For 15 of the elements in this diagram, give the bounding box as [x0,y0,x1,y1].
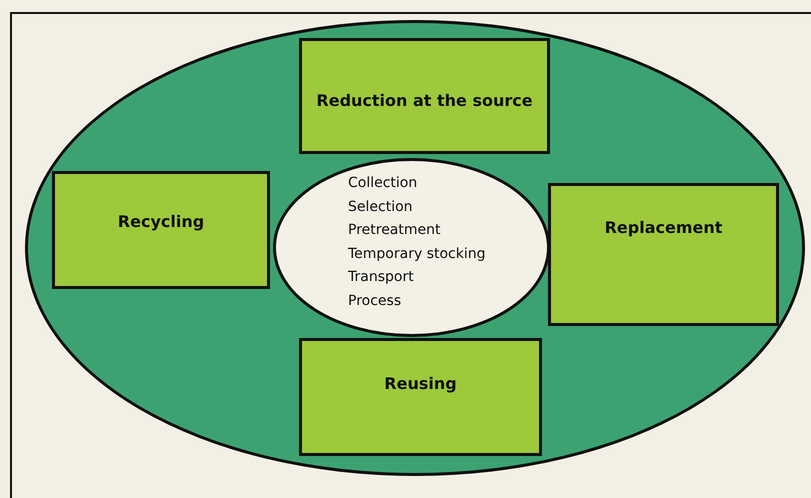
list-item: Collection [348,175,418,191]
list-item: Selection [348,198,413,215]
list-item: Pretreatment [348,222,440,238]
ellipse-shape [273,158,550,337]
box-label: Replacement [604,218,722,237]
box-label: Recycling [118,212,204,231]
list-item: Transport [348,269,414,286]
process-box [299,38,550,154]
process-box [52,171,270,289]
box-label: Reusing [384,374,457,393]
box-label: Reduction at the source [316,91,533,110]
process-box [299,338,542,456]
process-box [548,183,779,326]
list-item: Temporary stocking [348,246,486,262]
list-item: Process [348,293,402,309]
